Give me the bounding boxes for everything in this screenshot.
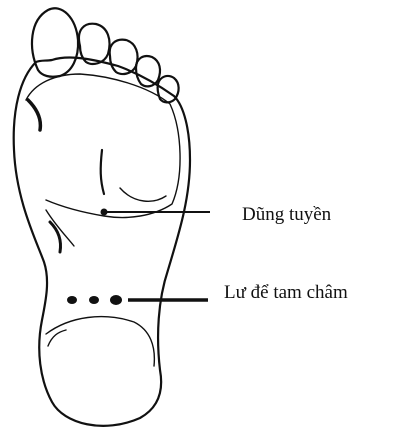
ball-pad-contour bbox=[26, 74, 180, 218]
lu-de-point-3 bbox=[110, 295, 122, 305]
label-lu-de-tam-cham: Lư để tam châm bbox=[224, 283, 348, 302]
big-toe bbox=[32, 8, 78, 76]
lu-de-point-2 bbox=[89, 296, 99, 304]
fourth-toe bbox=[136, 56, 160, 86]
ink-mark-left-upper bbox=[28, 100, 40, 130]
inner-crease bbox=[101, 150, 104, 194]
ball-crease bbox=[120, 188, 166, 201]
ink-mark-left-lower bbox=[50, 222, 61, 252]
lu-de-point-1 bbox=[67, 296, 77, 304]
label-dung-tuyen: Dũng tuyền bbox=[242, 205, 331, 224]
heel-contour bbox=[46, 317, 154, 366]
foot-outline bbox=[14, 58, 190, 426]
